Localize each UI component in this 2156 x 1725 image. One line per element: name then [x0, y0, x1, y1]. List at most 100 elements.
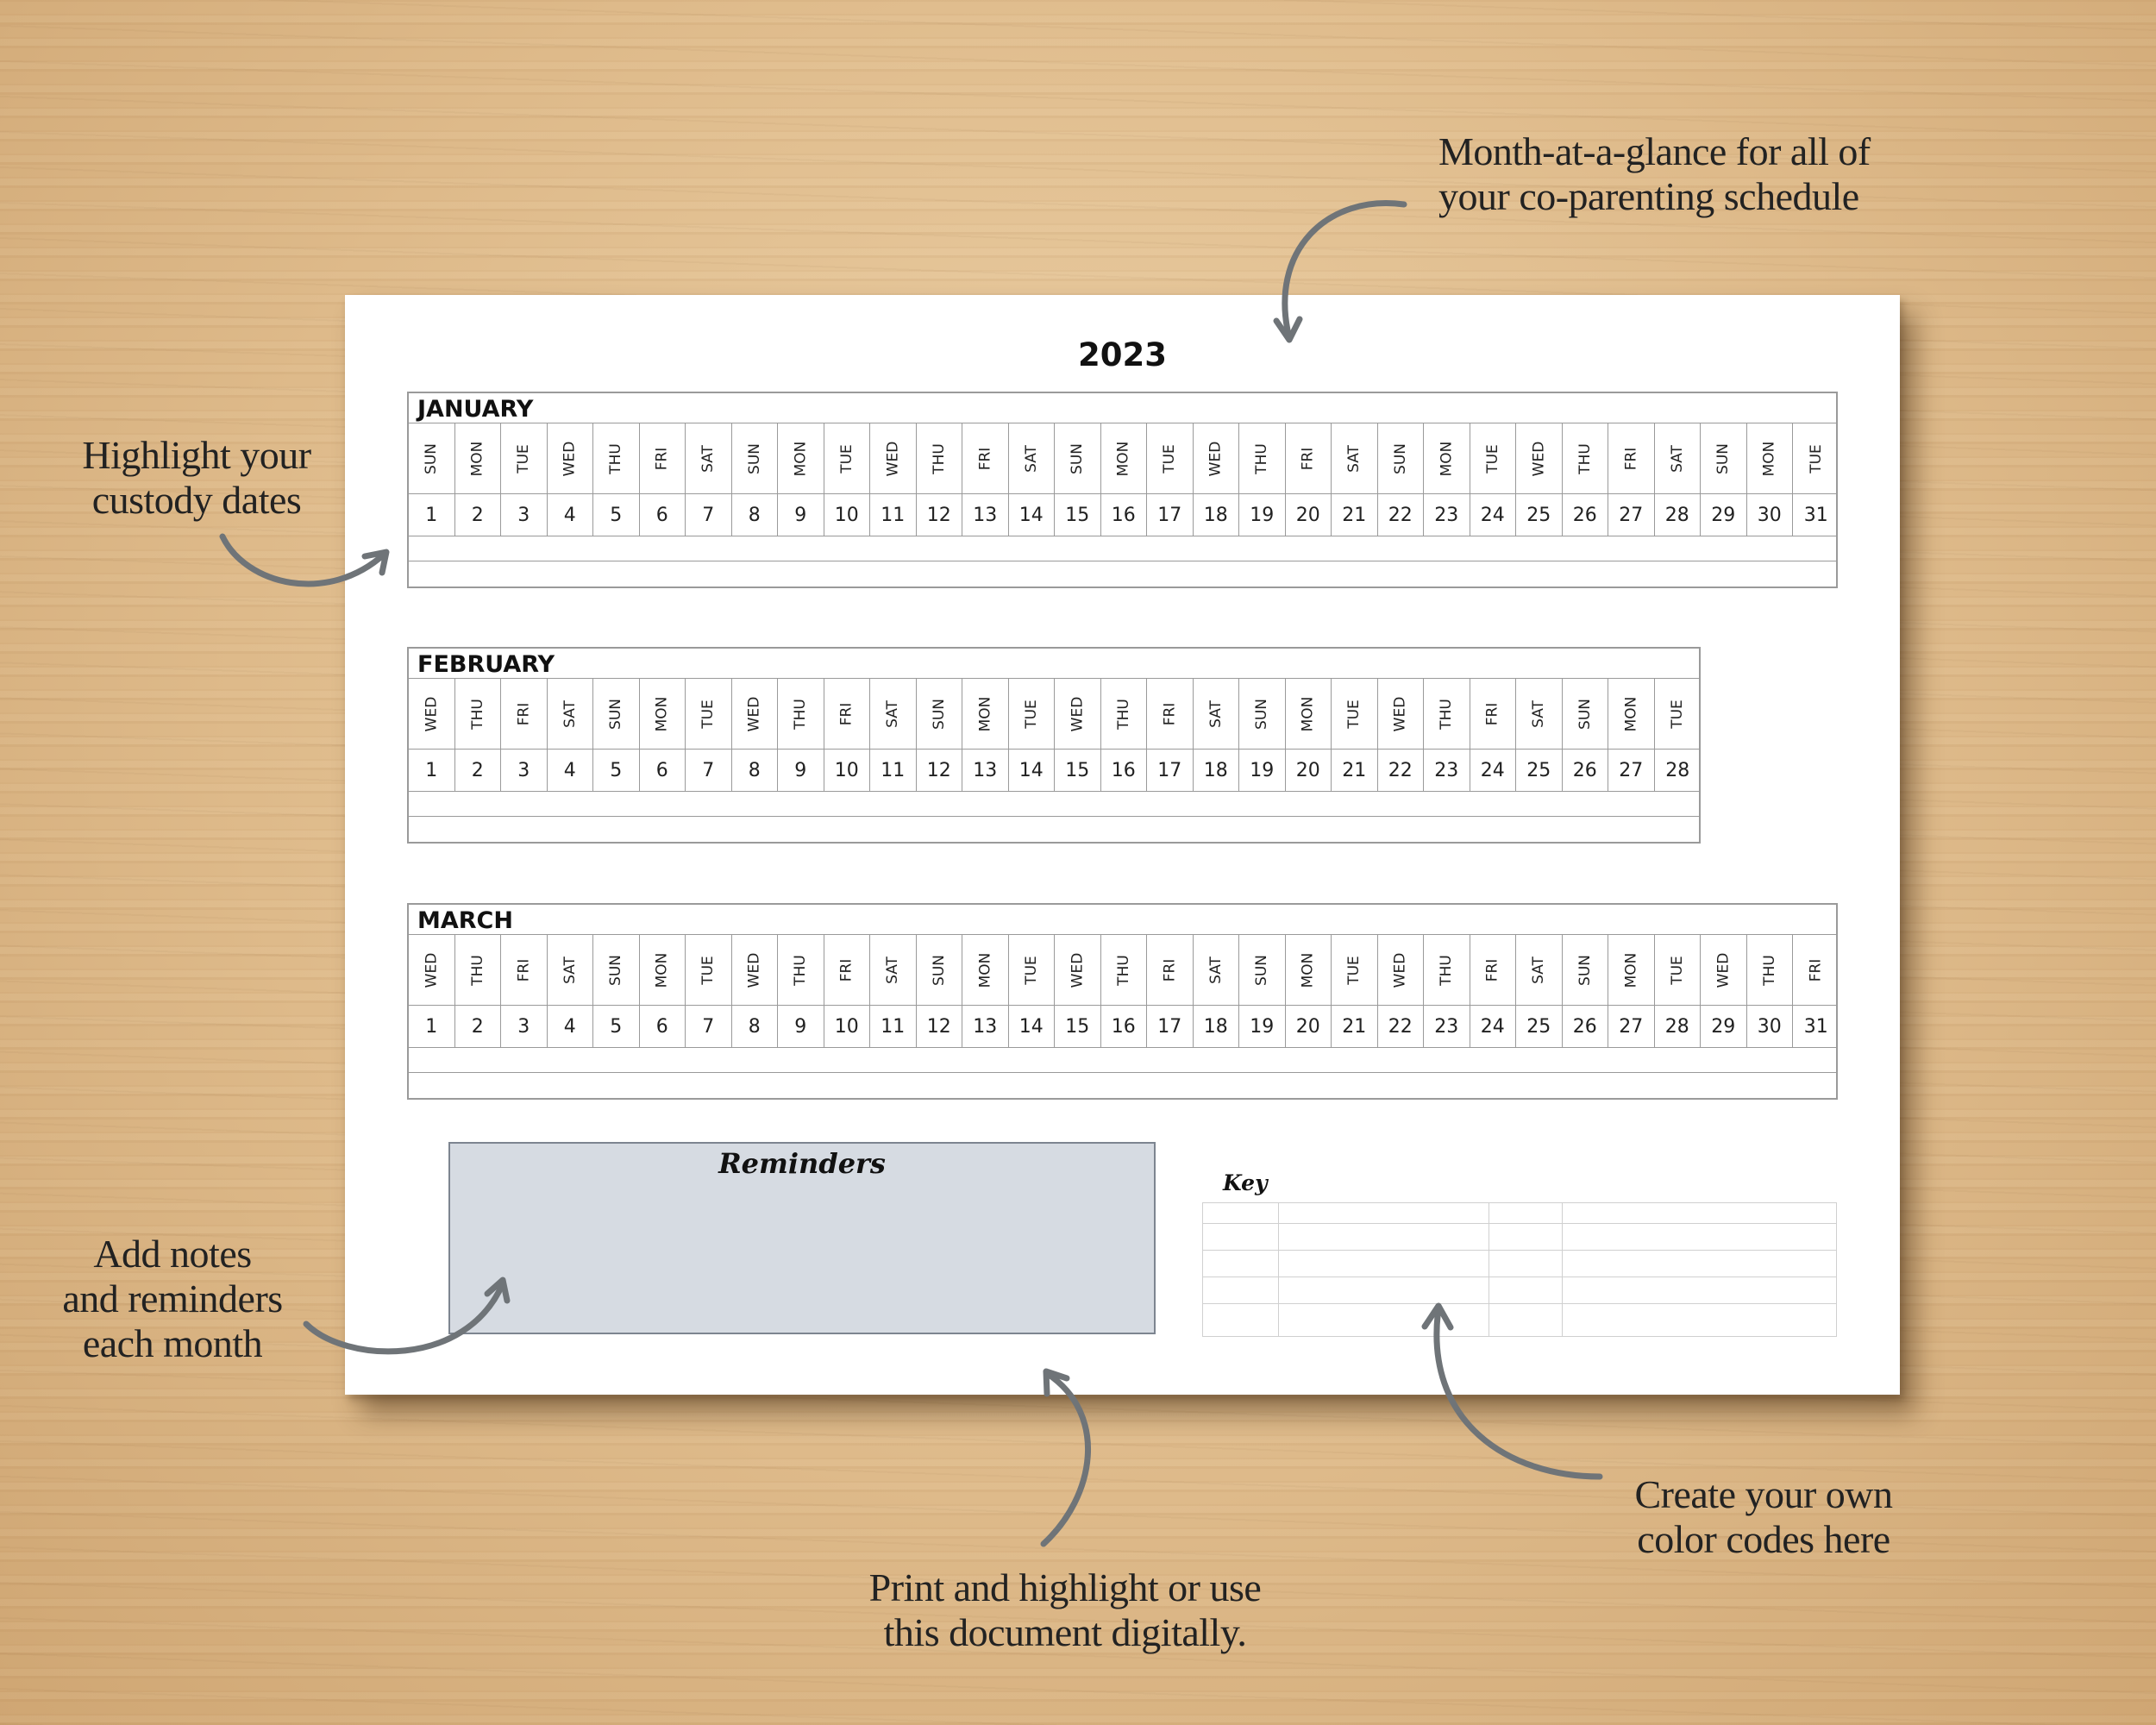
key-cell[interactable] [1278, 1276, 1489, 1304]
note-row[interactable] [409, 1048, 1836, 1073]
key-cell[interactable] [1489, 1250, 1563, 1277]
date-cell[interactable]: 29 [1701, 494, 1747, 536]
date-cell[interactable]: 10 [824, 750, 870, 791]
date-cell[interactable]: 17 [1147, 1006, 1194, 1047]
date-cell[interactable]: 26 [1563, 750, 1608, 791]
date-cell[interactable]: 11 [870, 1006, 917, 1047]
date-cell[interactable]: 21 [1332, 494, 1378, 536]
date-cell[interactable]: 22 [1378, 1006, 1424, 1047]
date-cell[interactable]: 13 [962, 494, 1009, 536]
key-cell[interactable] [1278, 1202, 1489, 1224]
date-cell[interactable]: 13 [962, 1006, 1009, 1047]
date-cell[interactable]: 1 [409, 494, 455, 536]
date-cell[interactable]: 8 [732, 494, 778, 536]
note-row[interactable] [409, 792, 1699, 817]
date-cell[interactable]: 12 [917, 494, 962, 536]
date-cell[interactable]: 18 [1194, 1006, 1239, 1047]
date-cell[interactable]: 22 [1378, 494, 1424, 536]
key-cell[interactable] [1562, 1303, 1837, 1337]
key-cell[interactable] [1202, 1303, 1279, 1337]
date-cell[interactable]: 20 [1286, 1006, 1332, 1047]
date-cell[interactable]: 26 [1563, 494, 1608, 536]
date-cell[interactable]: 9 [778, 1006, 824, 1047]
date-cell[interactable]: 5 [593, 494, 640, 536]
date-cell[interactable]: 21 [1332, 1006, 1378, 1047]
date-cell[interactable]: 1 [409, 1006, 455, 1047]
date-cell[interactable]: 23 [1424, 750, 1470, 791]
date-cell[interactable]: 1 [409, 750, 455, 791]
date-cell[interactable]: 16 [1101, 750, 1147, 791]
date-cell[interactable]: 29 [1701, 1006, 1747, 1047]
key-cell[interactable] [1489, 1276, 1563, 1304]
date-cell[interactable]: 25 [1516, 494, 1563, 536]
date-cell[interactable]: 27 [1608, 750, 1655, 791]
date-cell[interactable]: 5 [593, 1006, 640, 1047]
date-cell[interactable]: 14 [1009, 750, 1055, 791]
date-cell[interactable]: 6 [640, 750, 686, 791]
key-table[interactable] [1202, 1202, 1837, 1337]
date-cell[interactable]: 7 [686, 750, 732, 791]
date-cell[interactable]: 10 [824, 494, 870, 536]
date-cell[interactable]: 18 [1194, 750, 1239, 791]
date-cell[interactable]: 27 [1608, 494, 1655, 536]
note-row[interactable] [409, 1073, 1836, 1098]
date-cell[interactable]: 7 [686, 494, 732, 536]
date-cell[interactable]: 20 [1286, 750, 1332, 791]
date-cell[interactable]: 11 [870, 494, 917, 536]
date-cell[interactable]: 28 [1665, 759, 1690, 781]
date-cell[interactable]: 12 [917, 1006, 962, 1047]
date-cell[interactable]: 17 [1147, 750, 1194, 791]
date-cell[interactable]: 20 [1286, 494, 1332, 536]
date-cell[interactable]: 4 [548, 1006, 593, 1047]
date-cell[interactable]: 27 [1608, 1006, 1655, 1047]
note-row[interactable] [409, 561, 1836, 586]
key-cell[interactable] [1489, 1202, 1563, 1224]
date-cell[interactable]: 7 [686, 1006, 732, 1047]
date-cell[interactable]: 25 [1516, 750, 1563, 791]
date-cell[interactable]: 13 [962, 750, 1009, 791]
date-cell[interactable]: 26 [1563, 1006, 1608, 1047]
date-cell[interactable]: 16 [1101, 1006, 1147, 1047]
date-cell[interactable]: 6 [640, 494, 686, 536]
key-cell[interactable] [1562, 1250, 1837, 1277]
date-cell[interactable]: 4 [548, 750, 593, 791]
date-cell[interactable]: 24 [1470, 1006, 1516, 1047]
date-cell[interactable]: 10 [824, 1006, 870, 1047]
key-cell[interactable] [1562, 1276, 1837, 1304]
date-cell[interactable]: 18 [1194, 494, 1239, 536]
key-cell[interactable] [1489, 1303, 1563, 1337]
date-cell[interactable]: 23 [1424, 1006, 1470, 1047]
date-cell[interactable]: 15 [1055, 494, 1101, 536]
date-cell[interactable]: 17 [1147, 494, 1194, 536]
date-cell[interactable]: 16 [1101, 494, 1147, 536]
key-cell[interactable] [1278, 1250, 1489, 1277]
date-cell[interactable]: 2 [455, 1006, 501, 1047]
date-cell[interactable]: 23 [1424, 494, 1470, 536]
reminders-box[interactable]: Reminders [448, 1142, 1156, 1334]
date-cell[interactable]: 24 [1470, 494, 1516, 536]
date-cell[interactable]: 14 [1009, 1006, 1055, 1047]
key-cell[interactable] [1202, 1223, 1279, 1251]
date-cell[interactable]: 31 [1803, 1015, 1828, 1038]
date-cell[interactable]: 2 [455, 750, 501, 791]
key-cell[interactable] [1489, 1223, 1563, 1251]
date-cell[interactable]: 30 [1747, 494, 1793, 536]
date-cell[interactable]: 3 [501, 1006, 548, 1047]
key-cell[interactable] [1202, 1250, 1279, 1277]
date-cell[interactable]: 9 [778, 750, 824, 791]
date-cell[interactable]: 25 [1516, 1006, 1563, 1047]
date-cell[interactable]: 31 [1803, 504, 1828, 526]
date-cell[interactable]: 2 [455, 494, 501, 536]
key-cell[interactable] [1278, 1223, 1489, 1251]
date-cell[interactable]: 19 [1239, 1006, 1286, 1047]
date-cell[interactable]: 4 [548, 494, 593, 536]
date-cell[interactable]: 11 [870, 750, 917, 791]
key-cell[interactable] [1278, 1303, 1489, 1337]
date-cell[interactable]: 15 [1055, 750, 1101, 791]
date-cell[interactable]: 6 [640, 1006, 686, 1047]
date-cell[interactable]: 8 [732, 750, 778, 791]
date-cell[interactable]: 28 [1655, 1006, 1701, 1047]
key-cell[interactable] [1562, 1223, 1837, 1251]
key-cell[interactable] [1202, 1276, 1279, 1304]
date-cell[interactable]: 12 [917, 750, 962, 791]
